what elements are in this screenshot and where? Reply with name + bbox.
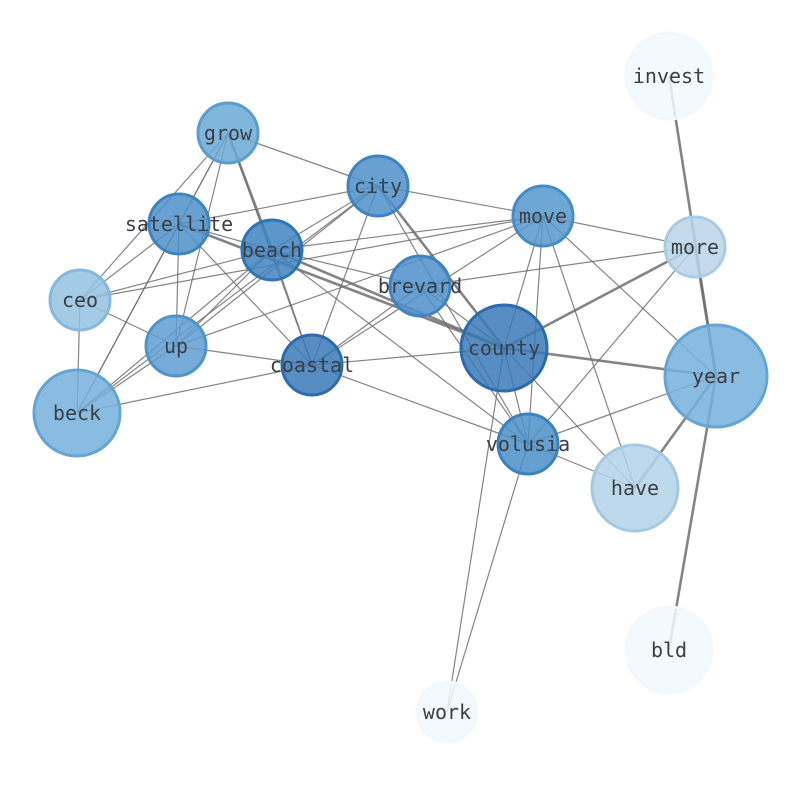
edge-city-volusia	[377, 185, 529, 445]
edge-county-work	[446, 347, 505, 713]
node-volusia[interactable]: volusia	[486, 412, 570, 476]
node-layer: invest grow city move satellite beach more ceo b…	[32, 31, 769, 744]
node-label-city: city	[354, 174, 402, 198]
edge-satellite-county	[178, 222, 505, 350]
node-label-up: up	[164, 334, 188, 358]
node-circle-county	[459, 303, 549, 393]
node-circle-up	[144, 314, 208, 378]
node-circle-bld	[624, 605, 714, 695]
edge-satellite-coastal	[178, 223, 313, 366]
node-work[interactable]: work	[415, 680, 479, 744]
node-circle-grow	[196, 101, 260, 165]
node-grow[interactable]: grow	[196, 101, 260, 165]
node-ceo[interactable]: ceo	[48, 268, 112, 332]
node-label-grow: grow	[204, 121, 253, 145]
edge-move-beach	[271, 215, 544, 251]
node-circle-invest	[624, 31, 714, 121]
node-more[interactable]: more	[663, 215, 727, 279]
node-label-year: year	[692, 364, 740, 388]
edge-move-have	[542, 215, 636, 489]
edge-city-beck	[76, 185, 379, 414]
node-circle-ceo	[48, 268, 112, 332]
edge-more-volusia	[527, 246, 696, 445]
node-circle-satellite	[147, 192, 211, 256]
node-bld[interactable]: bld	[624, 605, 714, 695]
node-up[interactable]: up	[144, 314, 208, 378]
edge-coastal-volusia	[311, 364, 529, 445]
node-city[interactable]: city	[346, 154, 410, 218]
node-label-bld: bld	[651, 638, 687, 662]
node-circle-move	[511, 184, 575, 248]
node-circle-beach	[240, 218, 304, 282]
node-label-invest: invest	[633, 64, 705, 88]
node-label-volusia: volusia	[486, 432, 570, 456]
edge-volusia-work	[446, 443, 529, 713]
node-label-have: have	[611, 476, 659, 500]
edge-up-move	[175, 215, 544, 347]
node-circle-work	[415, 680, 479, 744]
node-label-coastal: coastal	[270, 353, 354, 377]
node-have[interactable]: have	[590, 443, 680, 533]
node-county[interactable]: county	[459, 303, 549, 393]
node-year[interactable]: year	[663, 323, 769, 429]
node-circle-year	[663, 323, 769, 429]
node-beach[interactable]: beach	[240, 218, 304, 282]
node-circle-city	[346, 154, 410, 218]
node-label-work: work	[423, 700, 471, 724]
node-satellite[interactable]: satellite	[125, 192, 233, 256]
edge-move-ceo	[79, 215, 544, 301]
node-label-beach: beach	[242, 238, 302, 262]
node-brevard[interactable]: brevard	[378, 254, 462, 318]
node-label-ceo: ceo	[62, 288, 98, 312]
node-circle-volusia	[496, 412, 560, 476]
node-label-beck: beck	[53, 401, 101, 425]
node-circle-have	[590, 443, 680, 533]
edge-city-satellite	[178, 185, 379, 225]
node-circle-brevard	[388, 254, 452, 318]
edge-beach-ceo	[79, 249, 273, 301]
node-beck[interactable]: beck	[32, 368, 122, 458]
edge-more-brevard	[419, 246, 696, 287]
node-move[interactable]: move	[511, 184, 575, 248]
node-label-move: move	[519, 204, 567, 228]
node-circle-beck	[32, 368, 122, 458]
node-circle-coastal	[280, 333, 344, 397]
edge-beach-volusia	[271, 249, 529, 445]
node-label-satellite: satellite	[125, 212, 233, 236]
node-label-brevard: brevard	[378, 274, 462, 298]
node-invest[interactable]: invest	[624, 31, 714, 121]
node-circle-more	[663, 215, 727, 279]
edge-city-coastal	[311, 185, 379, 366]
node-label-more: more	[671, 235, 719, 259]
node-label-county: county	[468, 336, 540, 360]
node-coastal[interactable]: coastal	[270, 333, 354, 397]
